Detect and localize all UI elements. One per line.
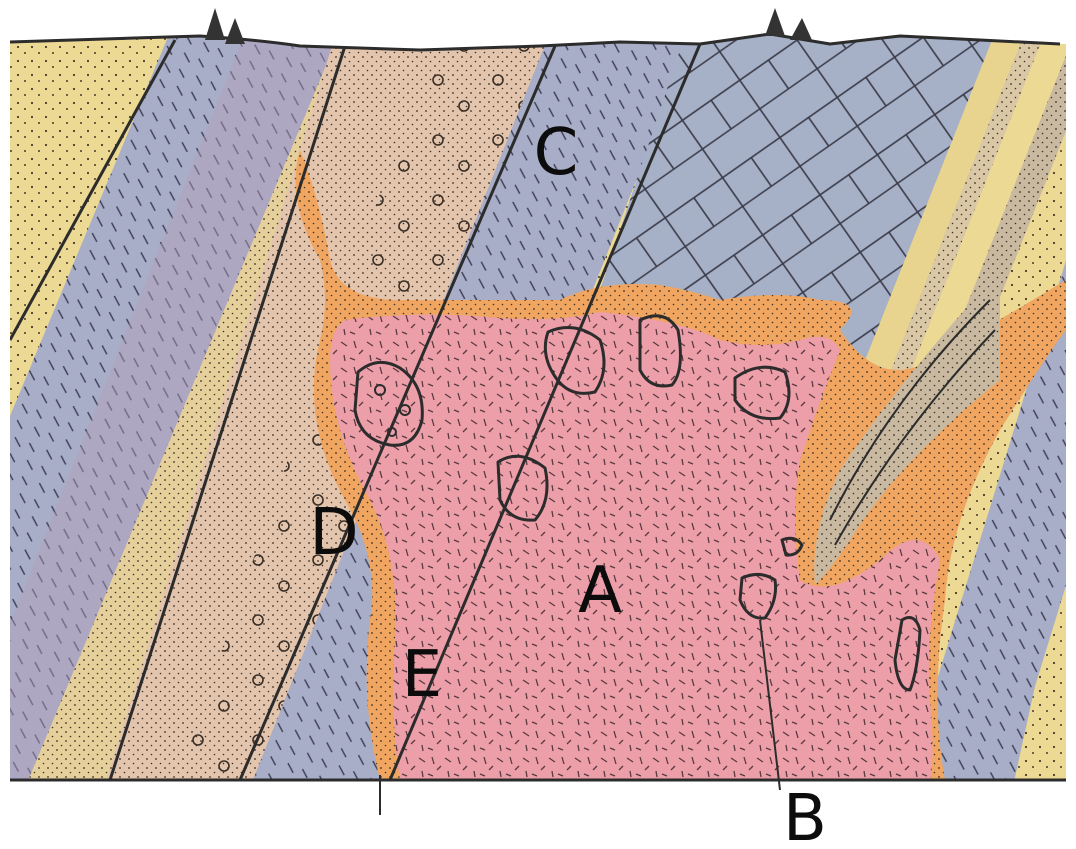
label-a: A <box>578 554 622 628</box>
label-b: B <box>783 782 827 849</box>
label-d: D <box>309 496 358 570</box>
tree-icon-right <box>765 8 812 40</box>
label-c: C <box>534 116 579 190</box>
label-e: E <box>402 638 442 712</box>
